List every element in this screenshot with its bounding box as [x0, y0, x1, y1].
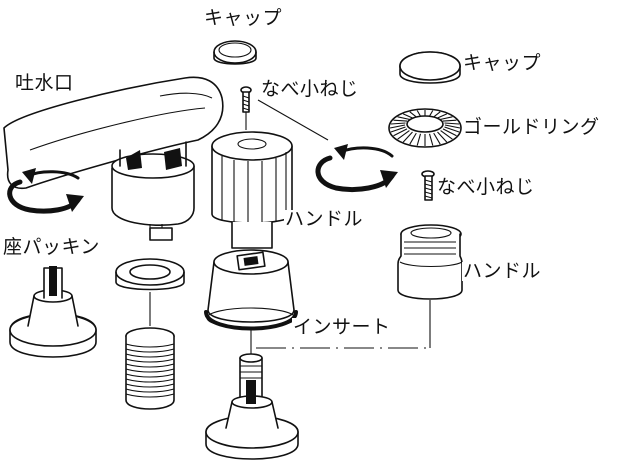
label-gold-ring: ゴールドリング	[462, 116, 601, 138]
knurled-handle	[211, 131, 293, 249]
label-handle-right: ハンドル	[462, 260, 543, 282]
label-cap-left: キャップ	[203, 7, 284, 29]
spindle-flange-center	[205, 330, 299, 460]
screw-center	[240, 86, 329, 141]
cap-right	[399, 51, 461, 84]
screw-right	[421, 170, 435, 201]
label-seat-packing: 座パッキン	[2, 236, 101, 258]
spout-assembly	[3, 76, 224, 241]
insert-part	[204, 249, 298, 331]
label-insert: インサート	[292, 316, 392, 338]
handle-right	[397, 224, 463, 348]
gold-ring	[388, 108, 462, 148]
label-spout: 吐水口	[14, 72, 75, 94]
label-screw-left: なべ小ねじ	[260, 78, 360, 100]
label-screw-right: なべ小ねじ	[436, 176, 536, 198]
rotation-arrow-left	[7, 168, 84, 214]
label-cap-right: キャップ	[462, 52, 543, 74]
seat-packing-washer	[115, 258, 185, 291]
cap-center	[213, 40, 257, 65]
base-flange-left	[9, 266, 97, 358]
threaded-nipple	[125, 292, 175, 410]
label-handle-left: ハンドル	[284, 208, 365, 230]
rotation-arrow-center	[315, 144, 398, 192]
